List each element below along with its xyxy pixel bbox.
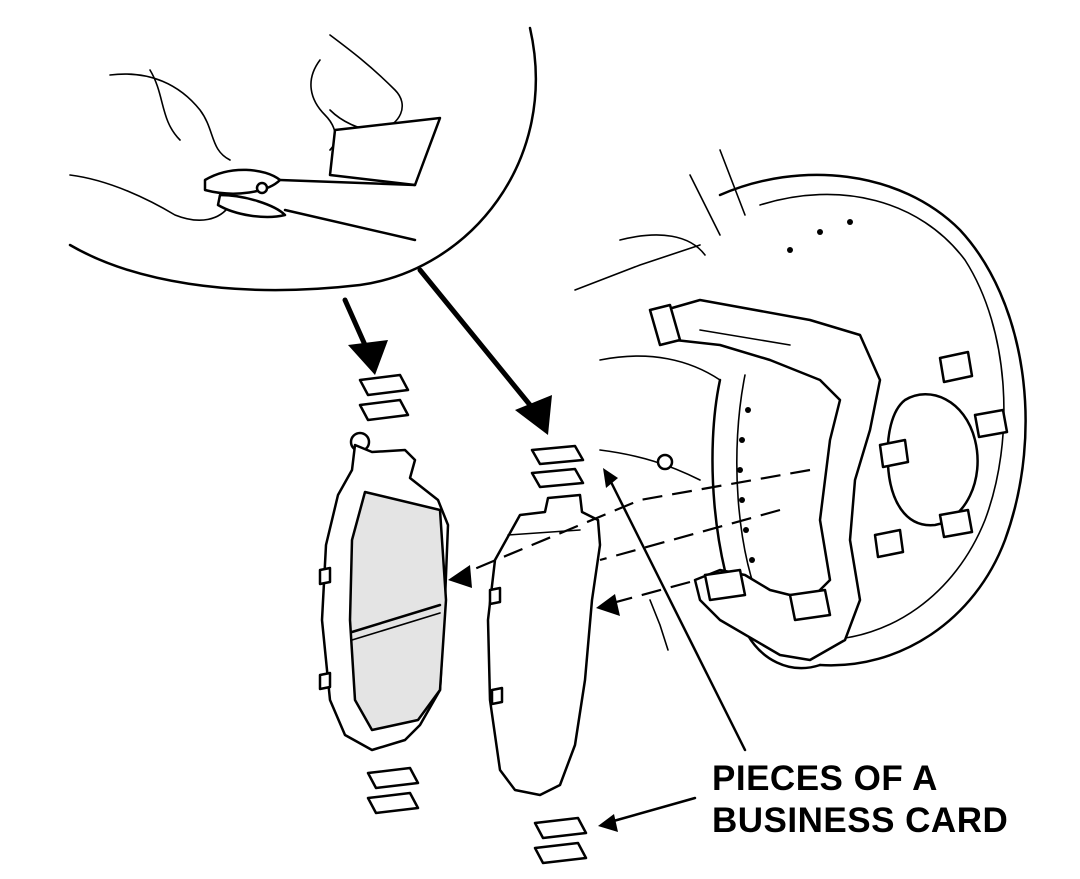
- vent-hole: [749, 557, 755, 563]
- vent-hole: [743, 527, 749, 533]
- pad-friction-slot: [350, 603, 442, 634]
- shim-bottom-2: [366, 791, 420, 815]
- install-arrows: [448, 468, 811, 616]
- bracket-clip-2: [788, 588, 832, 622]
- pad-friction-material: [348, 490, 448, 732]
- knuckle-line-3: [599, 449, 701, 481]
- shim-top-2: [358, 398, 410, 422]
- scissors-handle-top: [203, 168, 282, 195]
- knuckle-line-5: [719, 149, 746, 216]
- shim-top-1: [358, 373, 410, 397]
- right-hand-fingers: [310, 59, 337, 151]
- knuckle-line-1: [574, 244, 701, 291]
- rotor-outer-edge: [718, 173, 1027, 667]
- bracket-clip-1: [703, 568, 747, 602]
- vent-hole: [737, 467, 743, 473]
- pad-tab-2: [318, 671, 332, 691]
- callout-label: PIECES OF A BUSINESS CARD: [712, 758, 1072, 842]
- knuckle-line-6: [619, 234, 706, 256]
- callout-leaders: [598, 468, 747, 832]
- caliper-pin-boot: [648, 303, 682, 347]
- inset-circle-outline: [68, 26, 537, 292]
- leader-to-bottom-shims: [608, 796, 697, 824]
- shim-top-4: [530, 467, 585, 489]
- outer-brake-pad: [318, 431, 450, 752]
- knuckle-line-2: [599, 355, 721, 381]
- vent-hole: [817, 229, 823, 235]
- shim-pieces: [358, 373, 588, 865]
- knuckle-bolt: [656, 453, 674, 471]
- shim-top-3: [530, 444, 585, 466]
- leader-to-top-shims: [608, 478, 747, 752]
- arrowhead-outer-shims: [348, 340, 388, 375]
- vent-hole: [847, 219, 853, 225]
- rotor-inner-edge: [759, 193, 1005, 641]
- dashed-line-inner: [604, 580, 691, 607]
- dashed-line-mid: [599, 508, 781, 562]
- leader-arrowhead-top: [603, 468, 618, 488]
- inset-detail: [68, 26, 537, 292]
- leader-arrowhead-bottom: [598, 814, 618, 832]
- lug-stud-1: [938, 350, 974, 384]
- inner-pad-tab-2: [490, 686, 504, 706]
- lug-stud-3: [878, 438, 910, 469]
- inner-brake-pad: [486, 493, 602, 797]
- shim-bottom-1: [366, 766, 420, 790]
- arrowhead-inner-shims: [515, 395, 552, 435]
- lug-stud-5: [873, 528, 905, 559]
- callout-line-1: PIECES OF A: [712, 759, 938, 798]
- brake-assembly: [574, 149, 1027, 670]
- scissors-handle-bottom: [216, 193, 287, 219]
- scissors-blade-bottom: [283, 208, 417, 242]
- left-hand: [109, 73, 231, 161]
- vent-hole: [739, 497, 745, 503]
- lug-stud-2: [973, 408, 1009, 439]
- right-hand: [329, 34, 404, 131]
- pad-friction-slot-2: [351, 612, 441, 641]
- vent-hole: [739, 437, 745, 443]
- pad-tab-1: [318, 566, 332, 586]
- vent-hole: [787, 247, 793, 253]
- arrow-to-inner-pad-shims: [417, 267, 533, 408]
- callout-line-2: BUSINESS CARD: [712, 801, 1009, 840]
- left-hand-lower: [69, 174, 231, 221]
- scissors: [203, 168, 417, 242]
- arrowhead-inner-pad: [596, 594, 620, 616]
- shim-bottom-3: [533, 816, 588, 840]
- bracket-top-line: [699, 329, 791, 346]
- cut-arrows: [342, 267, 552, 435]
- shim-bottom-4: [533, 841, 588, 865]
- caliper-bracket: [663, 298, 882, 662]
- scissors-blade-top: [278, 178, 417, 187]
- dashed-line-outer: [459, 468, 811, 577]
- arrow-to-outer-pad-shims: [342, 297, 368, 348]
- knuckle-line-7: [649, 599, 669, 651]
- inner-pad-tab-1: [488, 586, 502, 606]
- scissors-pivot: [255, 181, 269, 195]
- arrowhead-outer-pad: [448, 565, 472, 588]
- business-card: [328, 116, 442, 187]
- left-hand-finger: [149, 69, 181, 141]
- inner-pad-backing-plate: [486, 493, 602, 797]
- vent-hole: [745, 407, 751, 413]
- knuckle-line-4: [689, 174, 721, 236]
- lug-stud-4: [938, 508, 974, 539]
